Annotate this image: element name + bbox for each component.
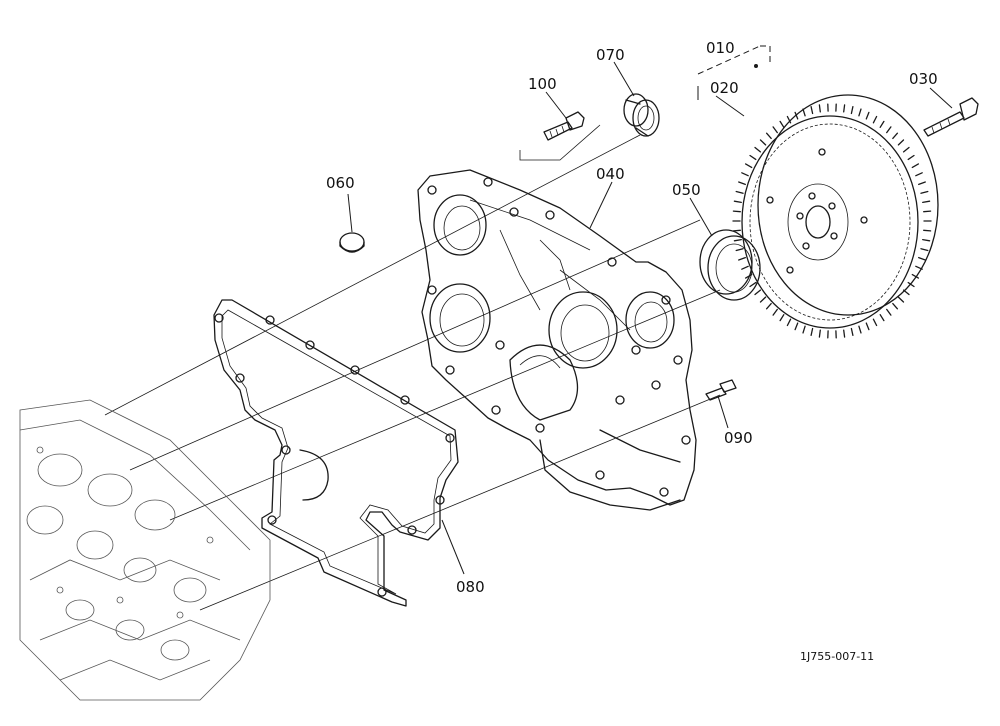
callout-080: 080 (456, 578, 485, 596)
gear-tooth (892, 302, 899, 310)
callout-labels: 010 020 030 040 050 060 070 080 090 100 (326, 39, 938, 596)
gear-tooth (915, 265, 923, 270)
gear-tooth (858, 325, 862, 334)
gear-case-040 (417, 169, 697, 511)
gear-tooth (759, 296, 767, 303)
callout-040: 040 (596, 165, 625, 183)
gasket-080 (213, 299, 459, 607)
gear-tooth (923, 229, 932, 232)
oil-seal-070 (623, 93, 660, 137)
gear-tooth (897, 296, 905, 303)
callout-010: 010 (706, 39, 735, 57)
gear-tooth (765, 132, 772, 140)
gear-tooth (892, 132, 899, 140)
gear-tooth (872, 318, 878, 327)
gear-tooth (920, 248, 929, 252)
gear-tooth (786, 318, 792, 327)
gear-tooth (865, 111, 870, 120)
gear-tooth (749, 154, 757, 161)
gear-tooth (735, 248, 744, 252)
gear-tooth (810, 327, 814, 337)
callout-090: 090 (724, 429, 753, 447)
gear-tooth (733, 200, 742, 204)
gear-tooth (907, 154, 915, 161)
gear-tooth (879, 120, 885, 128)
gear-tooth (772, 126, 778, 134)
gear-tooth (902, 289, 910, 296)
gear-tooth (865, 322, 870, 331)
assembly-bracket-010 (697, 45, 771, 100)
gear-tooth (744, 273, 753, 279)
gear-tooth (907, 281, 915, 288)
gear-tooth (765, 302, 772, 310)
gear-tooth (911, 273, 920, 279)
gear-tooth (772, 308, 778, 316)
gear-tooth (802, 108, 806, 117)
gear-tooth (794, 322, 799, 331)
gear-tooth (754, 146, 762, 153)
gear-tooth (922, 238, 931, 242)
flywheel-020 (741, 94, 939, 329)
gear-tooth (918, 256, 926, 261)
gear-tooth (754, 289, 762, 296)
gear-tooth (886, 308, 892, 316)
flywheel-ring-gear-teeth (732, 103, 932, 339)
bolt-090 (705, 379, 737, 401)
gear-tooth (735, 190, 744, 194)
gear-tooth (858, 108, 862, 117)
drawing-code: 1J755-007-11 (800, 650, 874, 663)
gear-tooth (741, 265, 749, 270)
gear-tooth (850, 327, 854, 337)
gear-tooth (759, 139, 767, 146)
gear-tooth (918, 181, 926, 186)
gear-tooth (741, 172, 749, 177)
gear-tooth (733, 238, 742, 242)
bolt-100 (543, 111, 585, 141)
engine-block (19, 399, 271, 701)
gear-tooth (879, 314, 885, 322)
gear-tooth (843, 104, 846, 113)
callout-070: 070 (596, 46, 625, 64)
gear-tooth (810, 105, 814, 115)
gear-tooth (818, 329, 821, 338)
leader-lines (347, 61, 953, 575)
gear-tooth (744, 163, 753, 169)
gear-tooth (738, 256, 746, 261)
callout-020: 020 (710, 79, 739, 97)
gear-tooth (779, 314, 785, 322)
gear-tooth (872, 115, 878, 124)
gear-tooth (794, 111, 799, 120)
callout-050: 050 (672, 181, 701, 199)
gear-tooth (897, 139, 905, 146)
gear-tooth (920, 190, 929, 194)
gear-tooth (843, 329, 846, 338)
seal-ring-050 (699, 229, 761, 301)
gear-tooth (923, 210, 932, 213)
gear-tooth (886, 126, 892, 134)
gear-tooth (915, 172, 923, 177)
gear-tooth (749, 281, 757, 288)
gear-tooth (850, 105, 854, 115)
callout-100: 100 (528, 75, 557, 93)
gear-tooth (802, 325, 806, 334)
gear-tooth (779, 120, 785, 128)
gear-tooth (732, 210, 741, 213)
callout-060: 060 (326, 174, 355, 192)
gear-tooth (732, 229, 741, 232)
gear-tooth (922, 200, 931, 204)
callout-030: 030 (909, 70, 938, 88)
gear-tooth (902, 146, 910, 153)
gear-tooth (738, 181, 746, 186)
gear-tooth (786, 115, 792, 124)
gear-tooth (911, 163, 920, 169)
assembly-lines (104, 124, 721, 611)
gear-tooth (818, 104, 821, 113)
plug-060 (339, 232, 365, 253)
bolt-030 (923, 97, 979, 137)
